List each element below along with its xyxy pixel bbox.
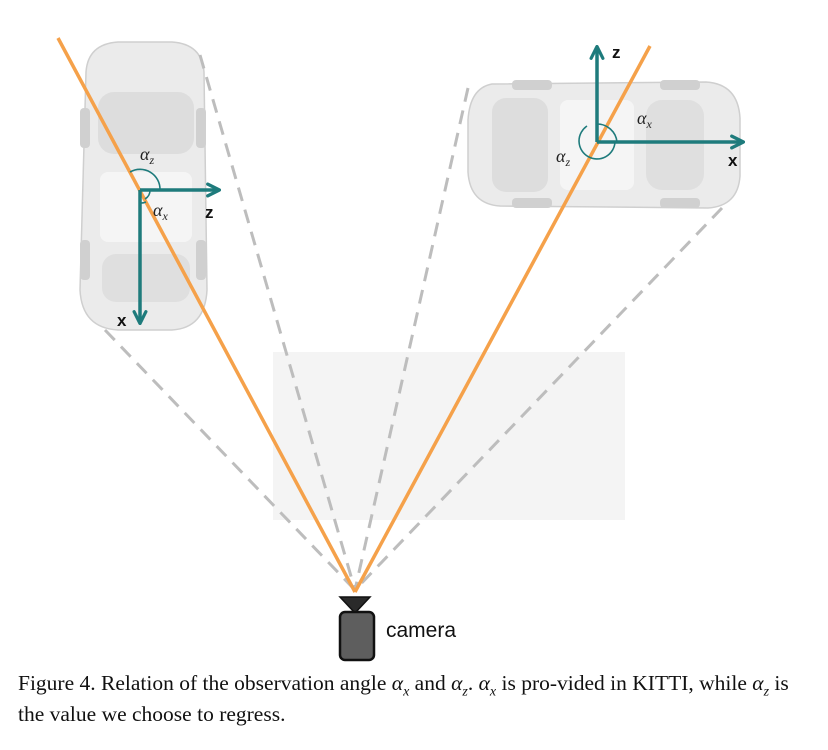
ray-to-left-car <box>56 37 357 593</box>
left-angle-z-arc <box>129 168 161 191</box>
left-angle-z-label: αz <box>140 144 154 167</box>
camera-label: camera <box>386 619 456 642</box>
dashed-view-lines <box>103 54 724 592</box>
dashed-line-right-outer <box>353 206 724 592</box>
right-angle-x-arc <box>596 123 618 143</box>
right-angle-z-label: αz <box>556 146 570 169</box>
left-axis-z-label: z <box>205 203 214 222</box>
left-car-icon <box>79 41 208 331</box>
left-angle-x-label: αx <box>153 200 168 223</box>
right-axis-x-label: x <box>728 151 738 170</box>
right-axis-z-label: z <box>612 43 621 62</box>
dashed-line-left-outer <box>103 328 357 592</box>
right-car-axes <box>578 48 742 160</box>
right-car-icon <box>467 80 741 209</box>
right-angle-x-label: αx <box>637 108 652 131</box>
left-angle-x-arc-outer <box>144 189 151 200</box>
left-axis-x-label: x <box>117 311 127 330</box>
ray-to-right-car <box>353 45 652 593</box>
left-angle-x-arc <box>139 201 147 204</box>
figure-diagram: z x αz αx z x αz αx camera <box>56 37 828 662</box>
camera-icon <box>338 596 376 662</box>
left-car-axes <box>129 168 218 322</box>
dashed-line-right-inner <box>353 87 470 591</box>
dashed-line-left-inner <box>198 54 357 591</box>
figure-caption: Figure 4. Relation of the observation an… <box>18 671 789 726</box>
right-angle-z-arc <box>578 125 616 160</box>
background-panel <box>273 352 625 520</box>
